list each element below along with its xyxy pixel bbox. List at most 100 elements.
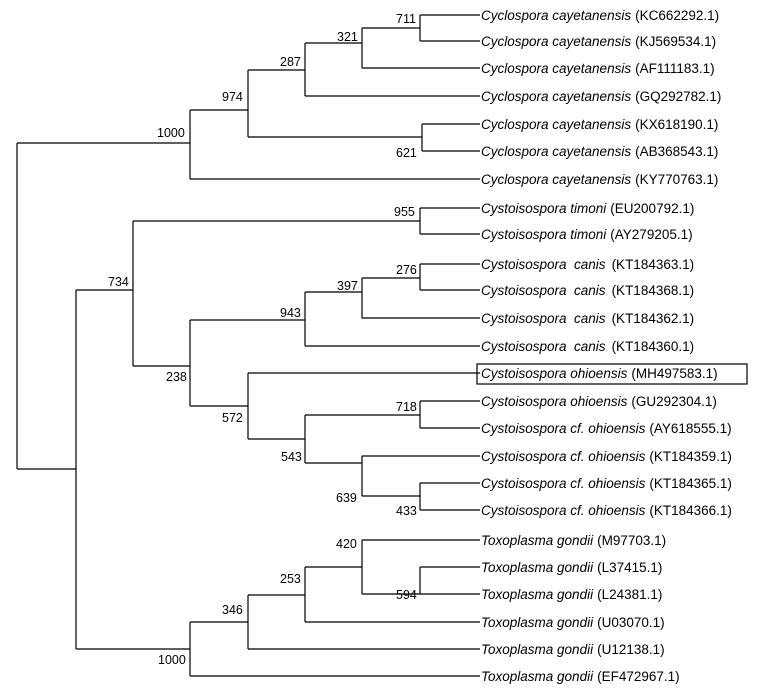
accession-number: (L24381.1) — [597, 587, 662, 602]
accession-number: (U03070.1) — [597, 615, 665, 630]
species-name: Cystoisospora cf. ohioensis — [481, 421, 646, 436]
bootstrap-label: 718 — [396, 400, 417, 414]
branch-node-734 — [132, 220, 420, 367]
bootstrap-label: 321 — [337, 30, 358, 44]
branch-node-433 — [419, 482, 480, 511]
leaf-label: Cystoisospora canis (KT184368.1) — [481, 283, 694, 298]
leaf-label: Cyclospora cayetanensis (AB368543.1) — [481, 144, 718, 159]
bootstrap-label: 1000 — [157, 126, 185, 140]
leaf-label: Cyclospora cayetanensis(KY770763.1) — [481, 172, 718, 187]
branch-node-346 — [247, 594, 480, 650]
bootstrap-label: 943 — [280, 306, 301, 320]
accession-number: (M97703.1) — [597, 533, 666, 548]
branch-node-639 — [361, 455, 480, 497]
branch-lower-group — [75, 289, 133, 649]
bootstrap-label: 253 — [280, 572, 301, 586]
branch-node-711 — [419, 14, 480, 42]
leaf-label: Cystoisospora canis (KT184363.1) — [481, 257, 694, 272]
accession-number: (KT184360.1) — [612, 339, 695, 354]
bootstrap-label: 974 — [222, 90, 243, 104]
bootstrap-label: 572 — [222, 411, 243, 425]
bootstrap-label: 276 — [396, 263, 417, 277]
accession-number: (KT184362.1) — [612, 311, 695, 326]
bootstrap-label: 621 — [396, 146, 417, 160]
branch-node-238 — [189, 319, 305, 407]
accession-number: (KC662292.1) — [635, 8, 719, 23]
species-name: Cyclospora cayetanensis — [481, 61, 631, 76]
leaf-label: Toxoplasma gondii(L37415.1) — [481, 560, 662, 575]
branch-toxoplasma-clade — [76, 621, 480, 677]
species-name: Cyclospora cayetanensis — [481, 34, 631, 49]
leaf-label-highlighted: Cystoisospora ohioensis(MH497583.1) — [481, 366, 718, 381]
accession-number: (KT184368.1) — [612, 283, 695, 298]
leaf-label: Toxoplasma gondii(U12138.1) — [481, 642, 665, 657]
accession-number: (AB368543.1) — [635, 144, 718, 159]
branch-cyclospora-clade — [76, 109, 480, 180]
leaf-label: Toxoplasma gondii(U03070.1) — [481, 615, 665, 630]
branch-node-572 — [247, 372, 480, 440]
bootstrap-label: 955 — [394, 205, 415, 219]
species-name: Cystoisospora timoni — [481, 227, 607, 242]
branch-node-287 — [304, 42, 480, 97]
accession-number: (EF472967.1) — [597, 669, 680, 684]
species-name: Cystoisospora canis — [481, 283, 606, 298]
accession-number: (KT184363.1) — [612, 257, 695, 272]
species-name: Cyclospora cayetanensis — [481, 8, 631, 23]
species-name: Cyclospora cayetanensis — [481, 172, 631, 187]
species-name: Toxoplasma gondii — [481, 587, 594, 602]
leaf-label: Toxoplasma gondii(L24381.1) — [481, 587, 662, 602]
species-name: Toxoplasma gondii — [481, 615, 594, 630]
leaf-label: Cyclospora cayetanensis (AF111183.1) — [481, 61, 715, 76]
branch-root — [16, 142, 76, 470]
branch-node-276 — [419, 263, 480, 291]
accession-number: (MH497583.1) — [631, 366, 717, 381]
species-name: Cyclospora cayetanensis — [481, 89, 631, 104]
accession-number: (AY618555.1) — [649, 421, 731, 436]
accession-number: (KT184366.1) — [649, 503, 732, 518]
accession-number: (EU200792.1) — [610, 201, 694, 216]
bootstrap-labels: 711 321 287 974 621 1000 955 734 276 397… — [108, 12, 417, 667]
accession-number: (AF111183.1) — [635, 61, 715, 76]
accession-number: (KJ569534.1) — [635, 34, 716, 49]
bootstrap-label: 594 — [396, 588, 417, 602]
branch-node-321 — [361, 27, 480, 69]
branch-node-543 — [304, 414, 420, 464]
branch-node-594 — [419, 566, 480, 595]
species-name: Cystoisospora canis — [481, 339, 606, 354]
species-name: Cystoisospora canis — [481, 257, 606, 272]
branch-node-943 — [304, 291, 480, 347]
leaf-label: Cystoisospora ohioensis(GU292304.1) — [481, 394, 717, 409]
species-name: Toxoplasma gondii — [481, 669, 594, 684]
accession-number: (AY279205.1) — [610, 227, 692, 242]
branch-node-397 — [361, 277, 480, 319]
leaf-label: Toxoplasma gondii(M97703.1) — [481, 533, 666, 548]
bootstrap-label: 734 — [108, 275, 129, 289]
species-name: Cyclospora cayetanensis — [481, 144, 631, 159]
accession-number: (GU292304.1) — [631, 394, 717, 409]
bootstrap-label: 639 — [336, 491, 357, 505]
accession-number: (KT184365.1) — [649, 476, 732, 491]
species-name: Cystoisospora cf. ohioensis — [481, 503, 646, 518]
accession-number: (KT184359.1) — [649, 449, 732, 464]
species-name: Toxoplasma gondii — [481, 642, 594, 657]
branch-node-253 — [304, 566, 480, 623]
bootstrap-label: 1000 — [158, 653, 186, 667]
bootstrap-label: 287 — [280, 55, 301, 69]
leaf-label: Cyclospora cayetanensis(GQ292782.1) — [481, 89, 721, 104]
leaf-label: Cystoisospora cf. ohioensis(KT184366.1) — [481, 503, 732, 518]
leaf-label: Cystoisospora cf. ohioensis(KT184365.1) — [481, 476, 732, 491]
species-name: Toxoplasma gondii — [481, 533, 594, 548]
highlight-box — [476, 363, 748, 385]
species-name: Toxoplasma gondii — [481, 560, 594, 575]
tree-branches — [16, 14, 480, 677]
branch-node-955 — [419, 207, 480, 235]
species-name: Cystoisospora timoni — [481, 201, 607, 216]
bootstrap-label: 420 — [336, 537, 357, 551]
bootstrap-label: 543 — [281, 450, 302, 464]
leaf-label: Cystoisospora canis (KT184362.1) — [481, 311, 694, 326]
bootstrap-label: 238 — [166, 370, 187, 384]
bootstrap-label: 397 — [337, 279, 358, 293]
leaf-label: Cystoisospora canis (KT184360.1) — [481, 339, 694, 354]
species-name: Cystoisospora canis — [481, 311, 606, 326]
species-name: Cystoisospora ohioensis — [481, 366, 628, 381]
